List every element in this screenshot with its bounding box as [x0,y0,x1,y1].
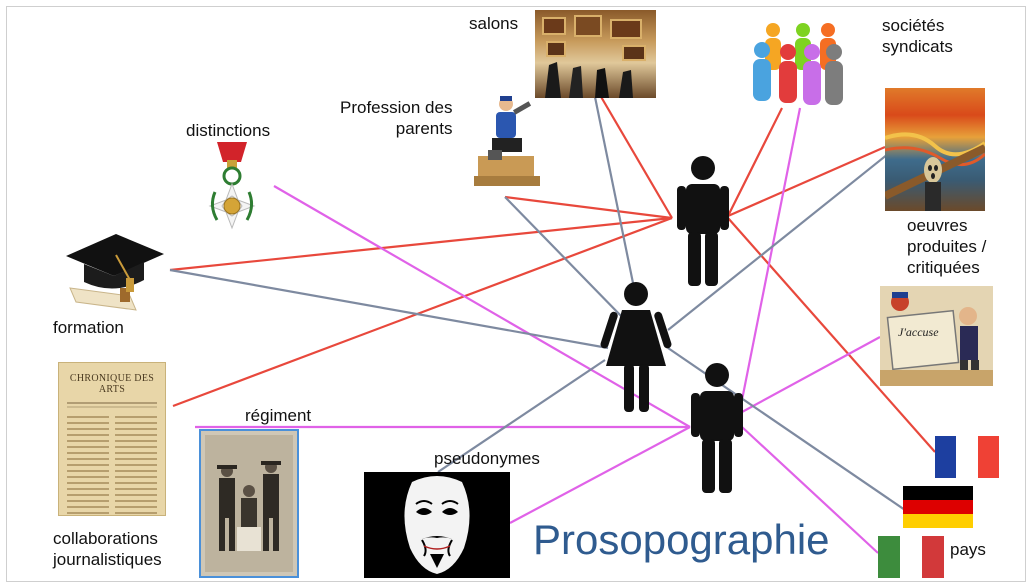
link-line [509,426,691,524]
pays-label: pays [950,540,986,559]
link-line [740,107,802,401]
newspaper-title: CHRONIQUE DES ARTS [69,373,155,395]
medal-image [195,140,270,232]
link-line [504,196,626,321]
link-line [727,217,936,453]
societes-label: sociétés syndicats [882,16,953,56]
graduation-cap-image [60,218,165,318]
link-line [741,336,881,413]
regiment-photo [199,429,299,578]
slide-title: Prosopographie [533,516,830,563]
link-line [169,216,673,272]
jaccuse-image: J'accuse [880,286,993,386]
link-line [169,268,609,350]
link-line [172,216,673,408]
link-line [727,107,783,217]
jaccuse-caption: J'accuse [898,325,939,339]
link-line [593,96,635,284]
formation-label: formation [53,318,124,337]
flag-germany-icon [903,486,973,528]
slide-frame [6,6,1026,582]
profession-label: Profession des parents [340,98,453,138]
person-male-icon [677,156,729,286]
mask-image [364,472,510,578]
pseudonymes-label: pseudonymes [434,449,540,468]
painting-image [885,88,985,211]
person-female-icon [600,282,672,412]
salons-label: salons [469,14,519,33]
link-line [599,94,673,219]
societes-image [748,20,848,120]
link-line [504,195,673,220]
collaborations-label: collaborations journalistiques [53,529,162,569]
distinctions-label: distinctions [186,121,271,140]
regiment-label: régiment [245,406,312,425]
person-male-icon [691,363,743,493]
flag-italy-icon [878,536,944,578]
newspaper-image: CHRONIQUE DES ARTS [58,362,166,516]
salons-image [535,10,656,98]
blacksmith-image [470,90,548,195]
flag-france-icon [935,436,999,478]
link-line [727,145,886,218]
oeuvres-label: oeuvres produites / critiquées [907,216,987,277]
link-line [667,149,894,331]
link-line [741,426,879,554]
link-line [273,185,691,428]
link-line [437,359,606,473]
